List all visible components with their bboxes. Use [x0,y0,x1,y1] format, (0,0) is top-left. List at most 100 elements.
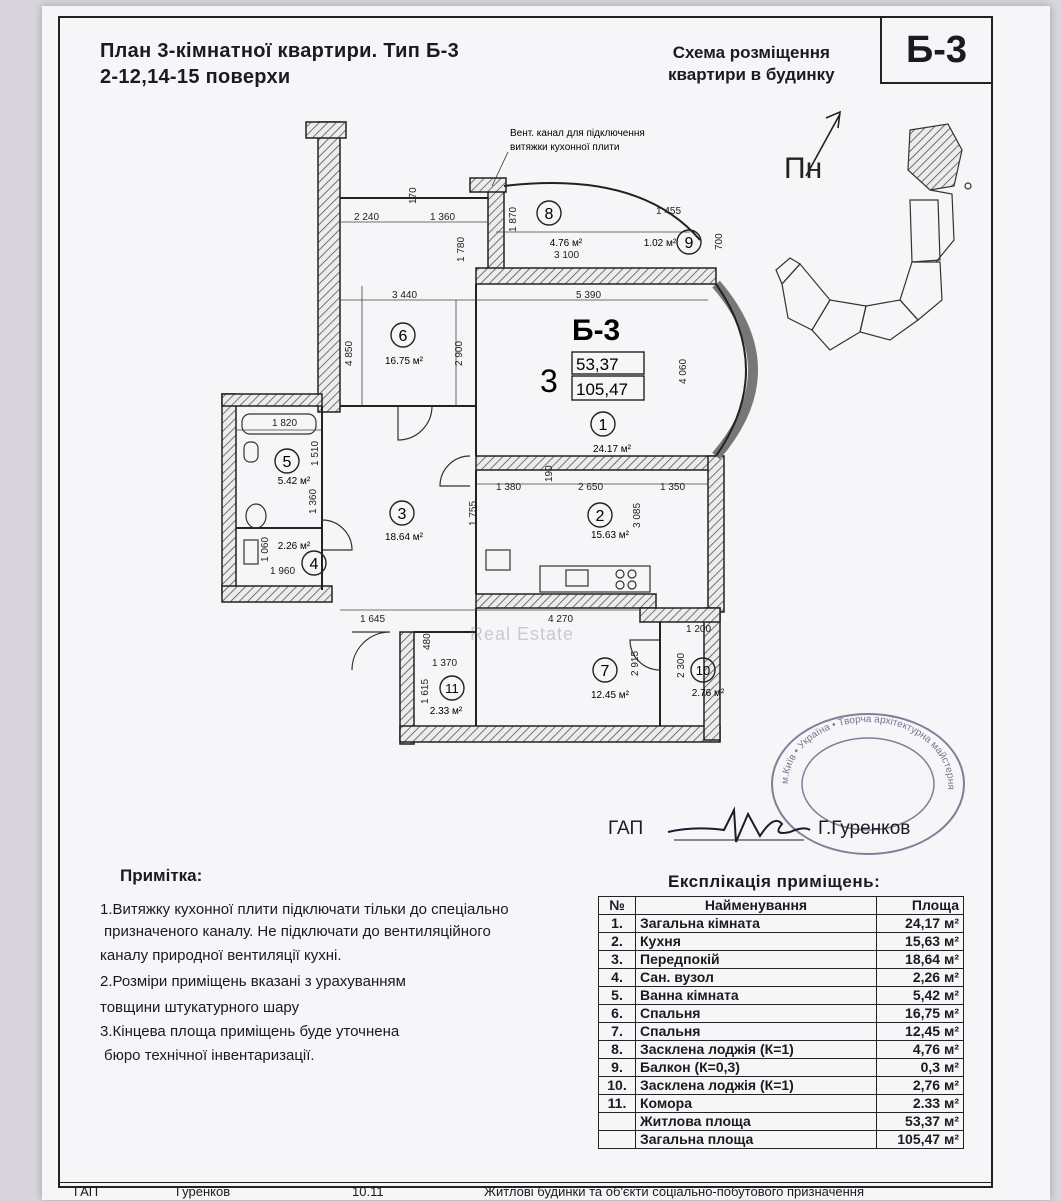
header-area: Площа [876,896,964,915]
room-3: 3 18.64 м² [385,500,424,543]
dim-1370: 1 370 [432,658,457,669]
row-name: Ванна кімната [635,986,877,1005]
scheme-title: Схема розміщення квартири в будинку [668,42,835,86]
dim-1060: 1 060 [260,537,271,562]
dimension-lines [236,221,708,611]
room-labels: 1 24.17 м² 2 15.63 м² 3 18.64 м² 4 2.26 … [274,200,725,717]
total-living-label: Житлова площа [635,1112,877,1131]
row-num: 4. [598,968,636,987]
row-name: Кухня [635,932,877,951]
header-num: № [598,896,636,915]
row-area: 18,64 м² [876,950,964,969]
dim-4270: 4 270 [548,614,573,625]
dim-170: 170 [408,187,419,204]
row-area: 16,75 м² [876,1004,964,1023]
table-header-row: № Найменування Площа [598,896,964,915]
dim-1615: 1 615 [420,679,431,704]
room-10-number: 10 [696,663,710,678]
row-area: 5,42 м² [876,986,964,1005]
gap-name: Г.Гуренков [818,818,911,839]
company-stamp: м.Київ • Україна • Творча архітектурна м… [771,713,965,855]
dim-1645: 1 645 [360,614,385,625]
dim-1870: 1 870 [508,207,519,232]
dim-1380: 1 380 [496,482,521,493]
explication-title: Експлікація приміщень: [668,872,881,891]
room-4-area: 2.26 м² [278,541,311,552]
note-line-4: 2.Розміри приміщень вказані з урахування… [100,973,406,990]
room-10: 10 2.76 м² [690,657,725,699]
room-11: 11 2.33 м² [430,675,465,717]
table-row: 8.Засклена лоджія (К=1)4,76 м² [598,1040,964,1059]
room-5-area: 5.42 м² [278,476,311,487]
room-10-area: 2.76 м² [692,688,725,699]
plan-title-line2: 2-12,14-15 поверхи [100,66,291,88]
north-label: Пн [784,152,822,185]
building-scheme [775,123,972,351]
row-num: 5. [598,986,636,1005]
dim-4850: 4 850 [344,341,355,366]
footer-cell-name: Гуренков [176,1184,231,1199]
room-5-number: 5 [283,454,292,471]
dim-2900: 2 900 [454,341,465,366]
vent-note-line2: витяжки кухонної плити [510,142,619,153]
fixtures [241,413,651,593]
dim-3085: 3 085 [632,503,643,528]
title-block-footer: ГАП Гуренков 10.11 Житлові будинки та об… [60,1182,991,1201]
room-7-area: 12.45 м² [591,690,630,701]
row-name: Комора [635,1094,877,1113]
dim-3100: 3 100 [554,250,579,261]
room-1: 1 24.17 м² [590,411,632,455]
row-area: 0,3 м² [876,1058,964,1077]
dim-4060: 4 060 [678,359,689,384]
vent-leader [491,151,509,187]
row-num: 9. [598,1058,636,1077]
dim-1780: 1 780 [456,237,467,262]
room-7: 7 12.45 м² [591,657,630,701]
room-11-area: 2.33 м² [430,706,463,717]
room-11-number: 11 [445,681,459,696]
row-name: Загальна кімната [635,914,877,933]
dim-1350: 1 350 [660,482,685,493]
dim-1960: 1 960 [270,566,295,577]
room-8-number: 8 [545,206,554,223]
room-4: 4 2.26 м² [278,541,327,576]
walls [221,121,725,745]
row-num: 11. [598,1094,636,1113]
note-line-6: 3.Кінцева площа приміщень буде уточнена [100,1023,400,1040]
footer-cell-date: 10.11 [352,1184,384,1199]
row-num: 7. [598,1022,636,1041]
apartment-summary: Б-3 3 53,37 105,47 [540,314,645,401]
footer-cell-role: ГАП [74,1184,99,1199]
room-2-number: 2 [596,508,605,525]
living-area-value: 53,37 [576,355,619,374]
footer-cell-project: Житлові будинки та об'єкти соціально-поб… [484,1184,865,1199]
dim-1820: 1 820 [272,418,297,429]
total-overall-area: 105,47 м² [876,1130,964,1149]
dim-1360: 1 360 [430,212,455,223]
note-line-3: каналу природної вентиляції кухні. [100,947,342,964]
stamp-ring-text: м.Київ • Україна • Творча архітектурна м… [780,714,956,790]
row-num: 2. [598,932,636,951]
room-1-area: 24.17 м² [593,444,632,455]
room-6-number: 6 [399,328,408,345]
room-9-number: 9 [685,235,694,252]
dim-1200: 1 200 [686,624,711,635]
row-area: 4,76 м² [876,1040,964,1059]
row-num: 1. [598,914,636,933]
dim-700: 700 [714,233,725,250]
room-3-area: 18.64 м² [385,532,424,543]
notes-title: Примітка: [120,866,203,885]
dim-1455: 1 455 [656,206,681,217]
dim-2240: 2 240 [354,212,379,223]
total-area-value: 105,47 [576,380,628,399]
watermark: Real Estate [470,624,575,644]
total-overall-label: Загальна площа [635,1130,877,1149]
